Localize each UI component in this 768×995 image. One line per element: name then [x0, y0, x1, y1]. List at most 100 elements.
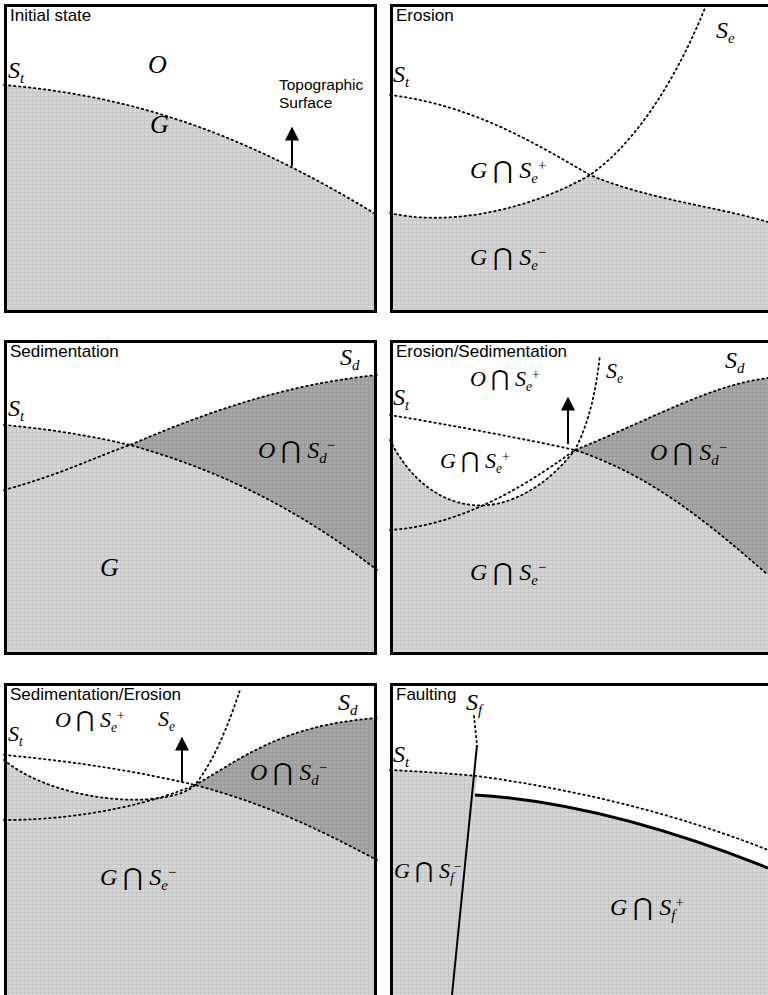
- surface-label: O ⋂ Sd−: [650, 440, 727, 464]
- surface-label: St: [393, 62, 409, 86]
- intersection-symbol: ⋂: [493, 157, 513, 183]
- panel-box: Sedimentation/ErosionO ⋂ Se+SeSdStO ⋂ Sd…: [4, 683, 377, 995]
- intersection-symbol: ⋂: [281, 437, 301, 463]
- surface-label: St: [393, 385, 409, 409]
- panel-box: Faulting SfSt G ⋂ Sf− G ⋂ Sf+: [390, 683, 768, 995]
- surface-label: Se: [716, 18, 735, 42]
- surface-label: G ⋂ Se−: [100, 865, 176, 889]
- topographic-surface: [4, 755, 377, 860]
- superscript: −: [168, 864, 176, 880]
- subscript: d: [350, 702, 357, 718]
- subscript: e: [169, 719, 175, 734]
- panel-title: Initial state: [10, 7, 91, 24]
- surface-label: St: [8, 723, 23, 745]
- intersection-symbol: ⋂: [493, 559, 513, 585]
- superscript: −: [538, 244, 546, 260]
- panel-title: Sedimentation: [10, 343, 119, 360]
- normal-arrow: [567, 398, 569, 444]
- erosion-surface: [4, 690, 240, 800]
- normal-arrow: [181, 738, 183, 782]
- surface-label: G ⋂ Se+: [440, 450, 510, 472]
- superscript: +: [117, 708, 125, 723]
- surface-label: Sd: [725, 348, 744, 372]
- panel-title: Sedimentation/Erosion: [10, 686, 181, 703]
- subscript: e: [617, 371, 623, 386]
- intersection-symbol: ⋂: [461, 448, 479, 473]
- superscript: −: [327, 437, 335, 453]
- subscript: e: [728, 30, 735, 46]
- panel-box: ErosionSeStG ⋂ Se+G ⋂ Se−: [390, 4, 768, 313]
- subscript: e: [531, 257, 538, 273]
- panel-title: Faulting: [396, 686, 456, 703]
- subscript: d: [311, 772, 318, 788]
- surface-label: Sd: [338, 690, 357, 714]
- surface-label: O ⋂ Se+: [55, 709, 125, 731]
- topographic-surface: [4, 425, 377, 570]
- subscript: e: [161, 877, 168, 893]
- panel-box: Sedimentation SdSt O ⋂ Sd− G: [4, 340, 377, 655]
- subscript: f: [450, 871, 454, 886]
- normal-arrow: [291, 128, 293, 166]
- surface-label: O ⋂ Sd−: [258, 438, 335, 462]
- superscript: +: [532, 367, 540, 382]
- sediment-fill: [130, 375, 377, 570]
- sediment-fill: [195, 718, 377, 860]
- superscript: +: [675, 894, 683, 910]
- panel-title: Erosion: [396, 7, 454, 24]
- surface-label: G ⋂ Sf+: [610, 895, 684, 919]
- surface-label: O: [148, 52, 167, 78]
- displaced-surface: [475, 795, 768, 868]
- subscript: f: [478, 702, 482, 718]
- surface-label: O ⋂ Sd−: [250, 760, 327, 784]
- superscript: +: [538, 157, 546, 173]
- intersection-symbol: ⋂: [123, 864, 143, 890]
- ground-fill: [4, 85, 377, 313]
- surface-label: St: [8, 396, 24, 420]
- surface-label: Sd: [340, 345, 359, 369]
- subscript: e: [531, 572, 538, 588]
- superscript: −: [538, 559, 546, 575]
- intersection-symbol: ⋂: [273, 759, 293, 785]
- intersection-symbol: ⋂: [493, 244, 513, 270]
- surface-label: St: [8, 58, 24, 82]
- surface-label: St: [393, 742, 409, 766]
- subscript: t: [19, 734, 23, 749]
- intersection-symbol: ⋂: [673, 439, 693, 465]
- surface-label: G ⋂ Se−: [470, 560, 546, 584]
- subscript: e: [531, 170, 538, 186]
- surface-label: Se: [606, 360, 623, 382]
- subscript: d: [711, 452, 718, 468]
- subscript: e: [526, 379, 532, 394]
- subscript: t: [20, 408, 24, 424]
- surface-label: G: [150, 112, 169, 138]
- subscript: e: [111, 720, 117, 735]
- hangingwall-fill: [452, 795, 768, 995]
- fault-line: [452, 745, 477, 995]
- surface-label: O ⋂ Se+: [470, 368, 540, 390]
- intersection-symbol: ⋂: [76, 707, 94, 732]
- deposition-surface: [4, 375, 377, 490]
- superscript: +: [502, 449, 510, 464]
- intersection-symbol: ⋂: [491, 366, 509, 391]
- subscript: t: [20, 70, 24, 86]
- intersection-symbol: ⋂: [633, 894, 653, 920]
- subscript: f: [671, 907, 675, 923]
- panel-box: Erosion/SedimentationO ⋂ Se+SeSdStO ⋂ Sd…: [390, 340, 768, 655]
- subscript: t: [405, 74, 409, 90]
- surface-label: G ⋂ Sf−: [394, 860, 461, 882]
- topographic-surface: [390, 415, 768, 575]
- deposition-surface: [4, 718, 377, 820]
- intersection-symbol: ⋂: [415, 858, 433, 883]
- superscript: −: [319, 759, 327, 775]
- surface-label: G: [100, 555, 119, 581]
- erosion-surface: [390, 8, 705, 218]
- annotation: Topographic Surface: [279, 76, 371, 112]
- subscript: t: [405, 754, 409, 770]
- superscript: −: [719, 439, 727, 455]
- subscript: d: [319, 450, 326, 466]
- ground-fill: [390, 175, 768, 313]
- surface-label: Sf: [466, 690, 482, 714]
- topographic-surface: [390, 95, 768, 222]
- subscript: d: [737, 360, 744, 376]
